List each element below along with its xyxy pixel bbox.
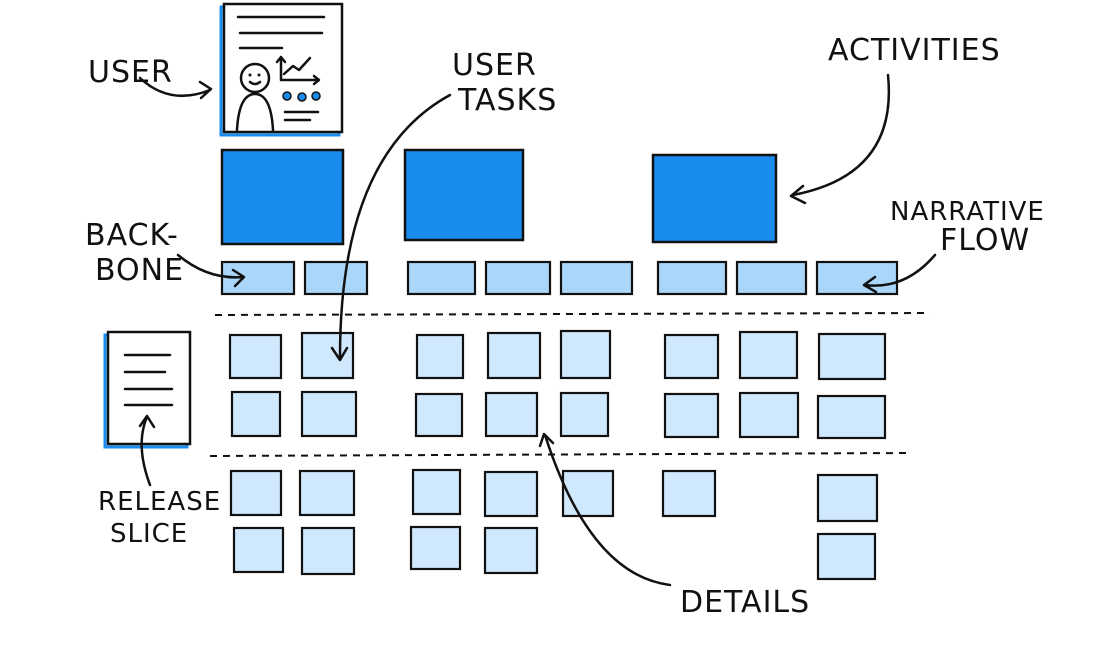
activity-card xyxy=(220,148,345,246)
detail-card xyxy=(483,470,539,518)
detail-card xyxy=(816,473,879,523)
arrow-icon xyxy=(176,253,246,288)
user-persona-card xyxy=(219,2,344,137)
detail-card xyxy=(484,391,539,438)
label-backbone-line1: BACK- xyxy=(85,218,179,253)
detail-card xyxy=(415,333,465,380)
detail-card xyxy=(483,526,539,575)
label-user: USER xyxy=(88,55,173,90)
detail-card xyxy=(663,333,720,380)
arrow-icon xyxy=(330,93,452,362)
detail-card xyxy=(738,391,800,439)
detail-card xyxy=(229,469,283,517)
backbone-divider xyxy=(214,312,931,316)
activity-card xyxy=(403,148,525,242)
detail-card xyxy=(300,390,358,438)
label-release-line2: SLICE xyxy=(110,519,188,549)
label-user-tasks-line1: USER xyxy=(452,48,537,83)
release-detail-cards xyxy=(229,468,879,581)
task-card xyxy=(656,260,728,296)
release-divider xyxy=(209,452,911,457)
label-narrative-line1: NARRATIVE xyxy=(890,197,1045,227)
arrow-icon xyxy=(538,432,672,587)
label-backbone-line2: BONE xyxy=(95,253,184,288)
arrow-icon xyxy=(138,76,213,100)
detail-card xyxy=(738,330,799,380)
annotation-arrows xyxy=(138,73,937,587)
detail-card xyxy=(816,532,877,581)
label-activities: ACTIVITIES xyxy=(828,33,1001,68)
detail-cards xyxy=(228,329,887,440)
task-card xyxy=(406,260,477,296)
arrow-icon xyxy=(138,414,156,487)
detail-card xyxy=(559,329,612,380)
task-card xyxy=(484,260,552,296)
label-details: DETAILS xyxy=(680,585,810,620)
task-card xyxy=(559,260,634,296)
task-card xyxy=(303,260,369,296)
arrow-icon xyxy=(862,253,937,294)
task-card xyxy=(735,260,808,296)
detail-card xyxy=(411,468,462,516)
detail-card xyxy=(661,469,717,518)
task-card xyxy=(815,260,899,296)
activity-card xyxy=(651,153,778,244)
label-release-line1: RELEASE xyxy=(98,487,221,517)
detail-card xyxy=(816,394,887,440)
detail-card xyxy=(561,469,615,518)
release-document xyxy=(103,330,192,449)
detail-card xyxy=(663,392,720,439)
detail-card xyxy=(230,390,282,438)
detail-card xyxy=(298,469,356,517)
arrow-icon xyxy=(789,73,891,205)
label-user-tasks-line2: TASKS xyxy=(457,83,557,118)
detail-card xyxy=(817,332,887,381)
detail-card xyxy=(414,392,464,438)
detail-card xyxy=(228,333,283,380)
label-narrative-line2: FLOW xyxy=(940,223,1030,258)
task-row xyxy=(220,260,899,296)
detail-card xyxy=(232,526,285,574)
detail-card xyxy=(559,391,610,438)
detail-card xyxy=(300,331,355,380)
detail-card xyxy=(300,526,356,576)
detail-card xyxy=(409,525,462,571)
detail-card xyxy=(486,331,542,380)
